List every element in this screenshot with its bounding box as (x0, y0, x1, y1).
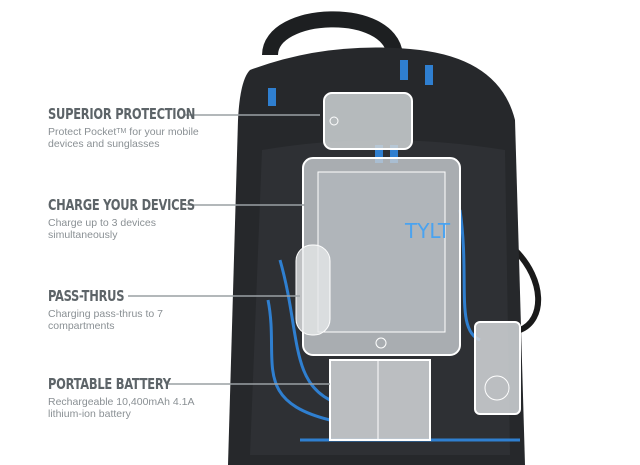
phone-outline (323, 92, 413, 150)
trademark: TM (116, 128, 127, 135)
desc-text: devices and sunglasses (48, 138, 160, 150)
desc-text: lithium-ion battery (48, 408, 131, 420)
feature-title: PORTABLE BATTERY (48, 375, 171, 393)
tablet-home-button (375, 337, 387, 349)
zipper-pull (425, 65, 433, 85)
tablet-screen (317, 171, 446, 333)
desc-text: compartments (48, 320, 115, 332)
phone-home-button (329, 116, 339, 126)
charging-cables (266, 209, 520, 442)
feature-superior-protection: SUPERIOR PROTECTION Protect PocketTM for… (48, 105, 221, 150)
feature-title: SUPERIOR PROTECTION (48, 105, 196, 123)
desc-text: simultaneously (48, 229, 118, 241)
desc-text: for your mobile (126, 126, 199, 138)
backpack-handle (262, 11, 403, 57)
desc-text: Charge up to 3 devices (48, 217, 156, 229)
zipper-pull (268, 88, 276, 106)
feature-charge-devices: CHARGE YOUR DEVICES Charge up to 3 devic… (48, 196, 221, 241)
zipper-pull (400, 60, 408, 80)
feature-portable-battery: PORTABLE BATTERY Rechargeable 10,400mAh … (48, 375, 195, 420)
desc-text: Charging pass-thrus to 7 (48, 308, 163, 320)
feature-title: PASS-THRUS (48, 287, 125, 305)
strap (512, 247, 542, 333)
battery-outline (329, 359, 431, 441)
desc-text: Rechargeable 10,400mAh 4.1A (48, 396, 195, 408)
pass-thru-outline (295, 244, 331, 336)
desc-text: Protect Pocket (48, 126, 117, 138)
click-wheel (484, 375, 510, 401)
zipper-pull (390, 145, 398, 163)
feature-title: CHARGE YOUR DEVICES (48, 196, 195, 214)
brand-logo: TYLT (404, 219, 451, 243)
zipper-pull (375, 145, 383, 163)
